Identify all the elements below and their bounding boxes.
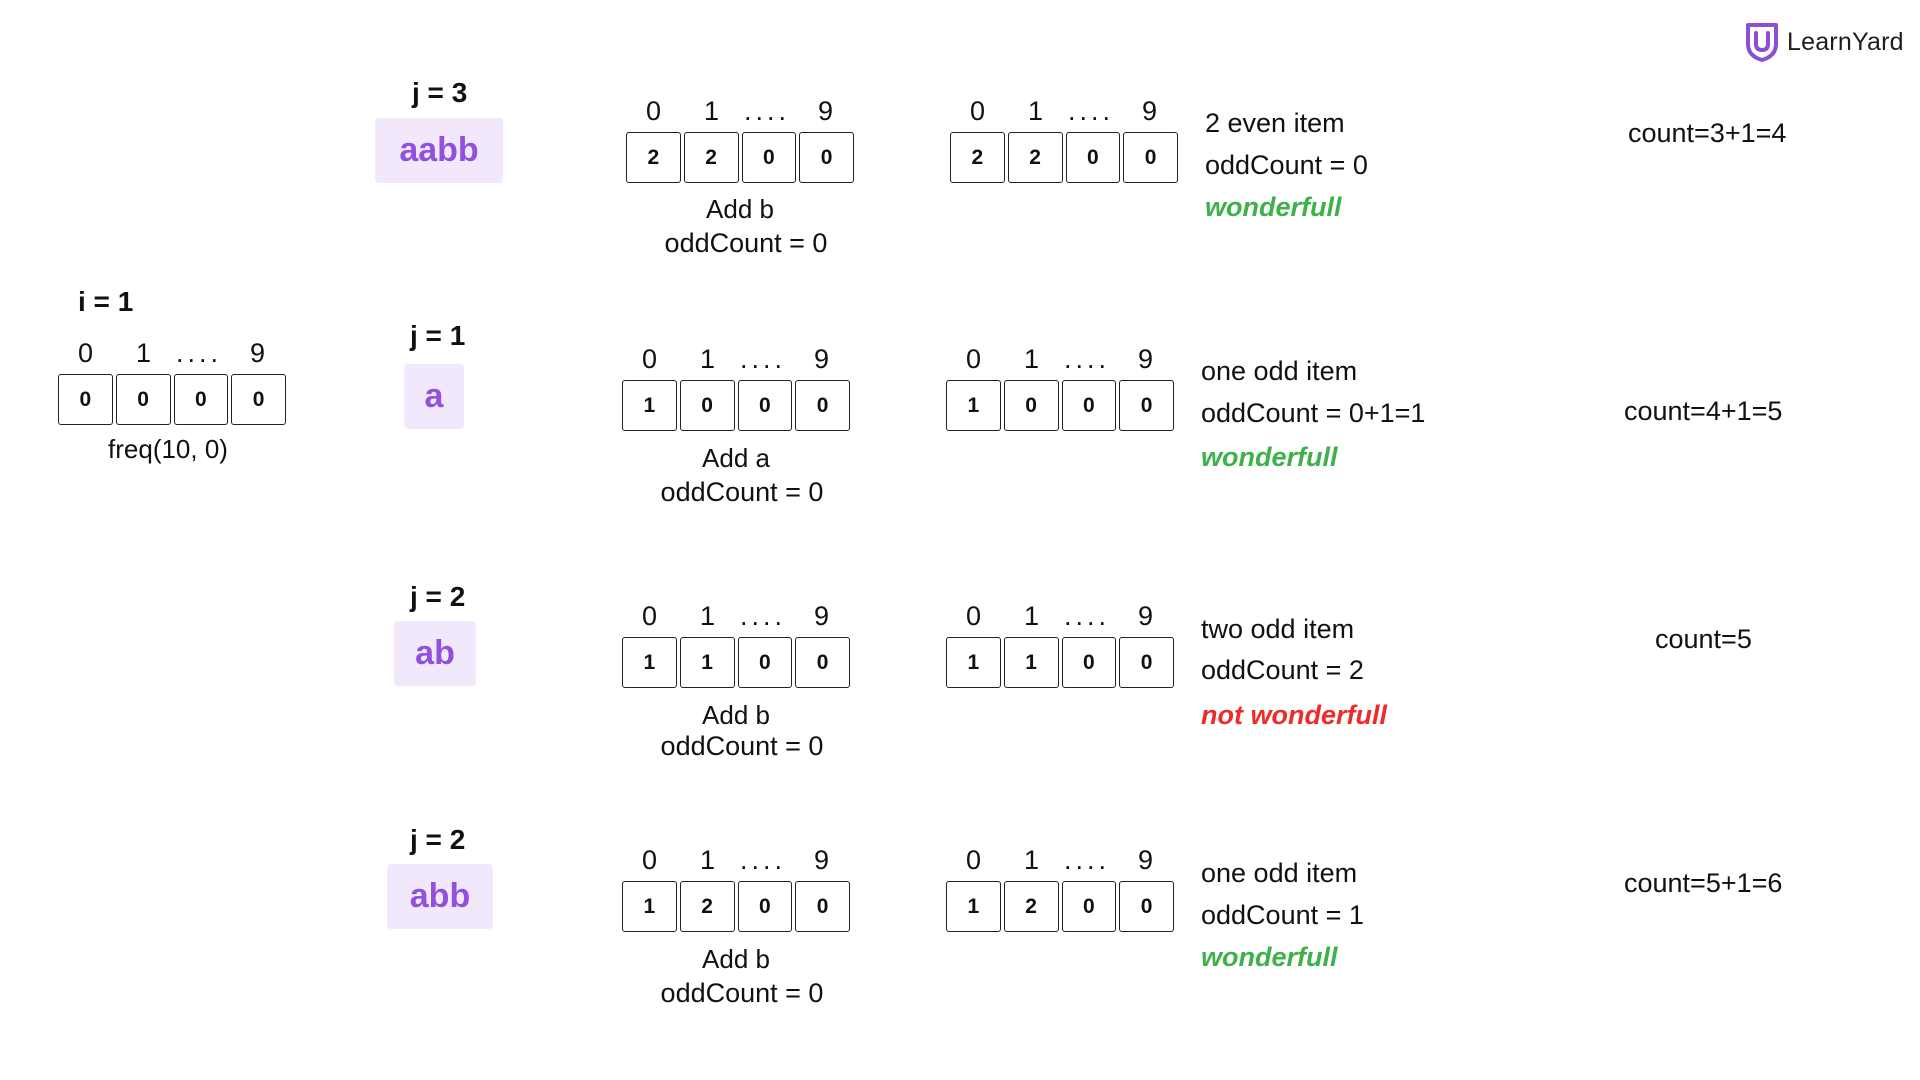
substring-pill: abb xyxy=(387,864,493,929)
freq-cell: 0 xyxy=(737,637,793,688)
freq-cell: 0 xyxy=(795,637,850,688)
freq-cell: 2 xyxy=(679,881,735,932)
freq-cell: 0 xyxy=(795,881,850,932)
freq-cell: 0 xyxy=(173,374,229,425)
item-description: two odd item xyxy=(1201,614,1355,644)
j-label: j = 2 xyxy=(410,581,466,612)
freq-cell: 0 xyxy=(1119,380,1174,431)
freq-cell: 0 xyxy=(115,374,171,425)
op-oddcount: oddCount = 0 xyxy=(660,978,824,1008)
freq-cell: 0 xyxy=(1065,132,1121,183)
op-label: Add a xyxy=(702,443,770,473)
verdict-label: wonderfull xyxy=(1205,192,1342,222)
j-label: j = 1 xyxy=(410,320,466,351)
oddcount-result: oddCount = 0 xyxy=(1205,150,1368,180)
item-description: 2 even item xyxy=(1205,108,1345,138)
count-label: count=5 xyxy=(1655,624,1752,654)
freq-cell: 0 xyxy=(1061,380,1117,431)
freq-cell: 1 xyxy=(946,881,1001,932)
item-description: one odd item xyxy=(1201,356,1358,386)
init-caption: freq(10, 0) xyxy=(108,434,228,464)
learnyard-logo: LearnYard xyxy=(1745,22,1904,62)
freq-cell: 2 xyxy=(683,132,739,183)
freq-cell: 0 xyxy=(737,380,793,431)
freq-cell: 1 xyxy=(622,881,677,932)
op-label: Add b xyxy=(702,944,770,974)
item-description: one odd item xyxy=(1201,858,1358,888)
index-labels: 0 1 .... 9 xyxy=(78,338,266,368)
freq-cell: 2 xyxy=(950,132,1005,183)
freq-cell: 0 xyxy=(58,374,113,425)
count-label: count=3+1=4 xyxy=(1628,118,1787,148)
verdict-label: not wonderfull xyxy=(1201,700,1387,730)
op-oddcount: oddCount = 0 xyxy=(660,731,824,761)
shield-logo-icon xyxy=(1746,23,1778,62)
substring-pill: aabb xyxy=(375,118,503,183)
freq-cell: 0 xyxy=(231,374,286,425)
freq-cell: 0 xyxy=(737,881,793,932)
op-label: Add b xyxy=(702,700,770,730)
freq-cell: 2 xyxy=(1007,132,1063,183)
op-label: Add b xyxy=(706,194,774,224)
freq-cell: 0 xyxy=(1123,132,1178,183)
freq-cell: 1 xyxy=(679,637,735,688)
freq-cell: 2 xyxy=(626,132,681,183)
freq-cell: 1 xyxy=(946,380,1001,431)
freq-cell: 0 xyxy=(679,380,735,431)
freq-cell: 0 xyxy=(741,132,797,183)
init-freq-array: 0 1 .... 9 0 0 0 0 xyxy=(58,338,286,425)
freq-cell: 2 xyxy=(1003,881,1059,932)
freq-cell: 1 xyxy=(946,637,1001,688)
freq-cell: 1 xyxy=(622,380,677,431)
oddcount-result: oddCount = 0+1=1 xyxy=(1201,398,1426,428)
logo-text: LearnYard xyxy=(1787,27,1904,56)
verdict-label: wonderfull xyxy=(1201,442,1338,472)
i-label: i = 1 xyxy=(78,286,134,317)
j-label: j = 3 xyxy=(412,77,468,108)
oddcount-result: oddCount = 2 xyxy=(1201,655,1364,685)
freq-cell: 0 xyxy=(1119,637,1174,688)
count-label: count=4+1=5 xyxy=(1624,396,1783,426)
freq-cell: 0 xyxy=(1003,380,1059,431)
freq-cell: 1 xyxy=(1003,637,1059,688)
count-label: count=5+1=6 xyxy=(1624,868,1783,898)
op-oddcount: oddCount = 0 xyxy=(664,228,828,258)
substring-pill: a xyxy=(404,364,464,429)
freq-cell: 0 xyxy=(1061,637,1117,688)
freq-cell: 0 xyxy=(1061,881,1117,932)
freq-cell: 0 xyxy=(795,380,850,431)
freq-cell: 0 xyxy=(799,132,854,183)
freq-cell: 1 xyxy=(622,637,677,688)
verdict-label: wonderfull xyxy=(1201,942,1338,972)
freq-cell: 0 xyxy=(1119,881,1174,932)
substring-pill: ab xyxy=(394,621,476,686)
oddcount-result: oddCount = 1 xyxy=(1201,900,1364,930)
j-label: j = 2 xyxy=(410,824,466,855)
op-oddcount: oddCount = 0 xyxy=(660,477,824,507)
